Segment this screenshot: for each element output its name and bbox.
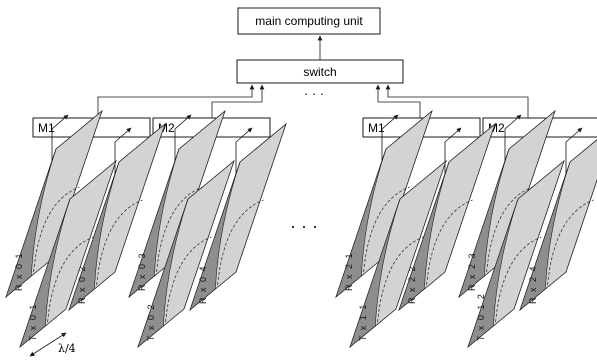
middle-ellipsis: · · · [290, 216, 318, 236]
plate-shaded-region [189, 161, 241, 311]
feed-line [51, 114, 69, 161]
plate-shaded-region [128, 148, 180, 298]
plate-shaded-region [335, 148, 387, 298]
plate-profile-curve [47, 236, 94, 323]
feed-line [235, 127, 253, 174]
m1-left-to-switch [97, 84, 255, 118]
module-label-m1-right: M1 [368, 121, 385, 135]
feed-line [504, 114, 522, 161]
plate-label: R x 0 3 [137, 252, 147, 291]
antenna-plate-right-4: R x 2 3 [458, 109, 556, 299]
plate-profile-curve [426, 199, 473, 286]
main-computing-unit-box [237, 7, 381, 35]
plate-label: R x 0 4 [198, 265, 208, 304]
antenna-plate-left-1: R x 0 1 [5, 109, 103, 299]
antenna-plate-right-6: R x 2 4 [519, 127, 597, 312]
plate-profile-curve [547, 199, 594, 286]
plate-label: T x 0 2 [146, 303, 156, 341]
antenna-plates-right-group: R x 2 1 R x 2 3 R x 2 2 R x 2 4 T x 1 1 T x 0… [335, 109, 597, 349]
plate-shaded-region [5, 148, 57, 298]
antenna-plate-left-3: R x 0 2 [68, 122, 166, 312]
plate-label: T x 0 1 [28, 303, 38, 341]
feed-line [565, 127, 583, 174]
plate-label: R x 2 3 [467, 252, 477, 291]
m2-left-to-switch [211, 84, 265, 118]
plate-shaded-region [137, 198, 189, 348]
antenna-plate-right-3: R x 2 2 [398, 122, 496, 312]
plate-shaded-region [398, 161, 450, 311]
lambda-quarter-label: λ/4 [58, 342, 76, 355]
antenna-plate-left-6: R x 0 4 [189, 122, 287, 312]
plate-label: R x 2 2 [407, 265, 417, 304]
plate-profile-curve [217, 199, 264, 286]
plate-profile-curve [363, 186, 410, 273]
plate-shaded-region [349, 198, 401, 348]
plate-label: R x 2 4 [528, 265, 538, 304]
plate-shaded-region [458, 148, 510, 298]
m1-right-to-switch [375, 84, 421, 118]
plate-profile-curve [495, 236, 542, 323]
plate-profile-curve [165, 236, 212, 323]
feed-line [381, 114, 399, 161]
plate-label: R x 0 2 [77, 265, 87, 304]
plate-profile-curve [377, 236, 424, 323]
plate-profile-curve [33, 186, 80, 273]
antenna-plate-left-5: T x 0 2 [137, 159, 235, 349]
lambda-dimension-arrow [29, 332, 67, 357]
switch-label: switch [303, 65, 336, 79]
plate-shaded-region [68, 161, 120, 311]
antenna-plate-right-1: R x 2 1 [335, 109, 433, 299]
module-label-m1-left: M1 [38, 121, 55, 135]
plate-label: R x 0 1 [14, 252, 24, 291]
plate-label: T x 1 1 [358, 303, 368, 341]
top-ellipsis: · · · [304, 86, 324, 101]
plate-profile-curve [156, 186, 203, 273]
m2-right-to-switch [385, 84, 529, 118]
antenna-plate-right-2: T x 1 1 [349, 159, 447, 349]
feed-line [174, 114, 192, 161]
plate-shaded-region [467, 198, 519, 348]
plate-label: R x 2 1 [344, 252, 354, 291]
antenna-plate-left-4: R x 0 3 [128, 109, 226, 299]
antenna-plate-right-5: T x 0 1 2 [467, 159, 565, 349]
plate-label: T x 0 1 2 [476, 293, 486, 341]
antenna-plate-left-2: T x 0 1 [19, 159, 117, 349]
plate-shaded-region [519, 161, 571, 311]
plate-profile-curve [486, 186, 533, 273]
plate-profile-curve [96, 199, 143, 286]
antenna-plates-left-group: R x 0 1 R x 0 3 R x 0 2 R x 0 4 T x 0 1 T x 0… [5, 109, 287, 349]
plate-shaded-region [19, 198, 71, 348]
main-computing-unit-label: main computing unit [255, 14, 363, 28]
